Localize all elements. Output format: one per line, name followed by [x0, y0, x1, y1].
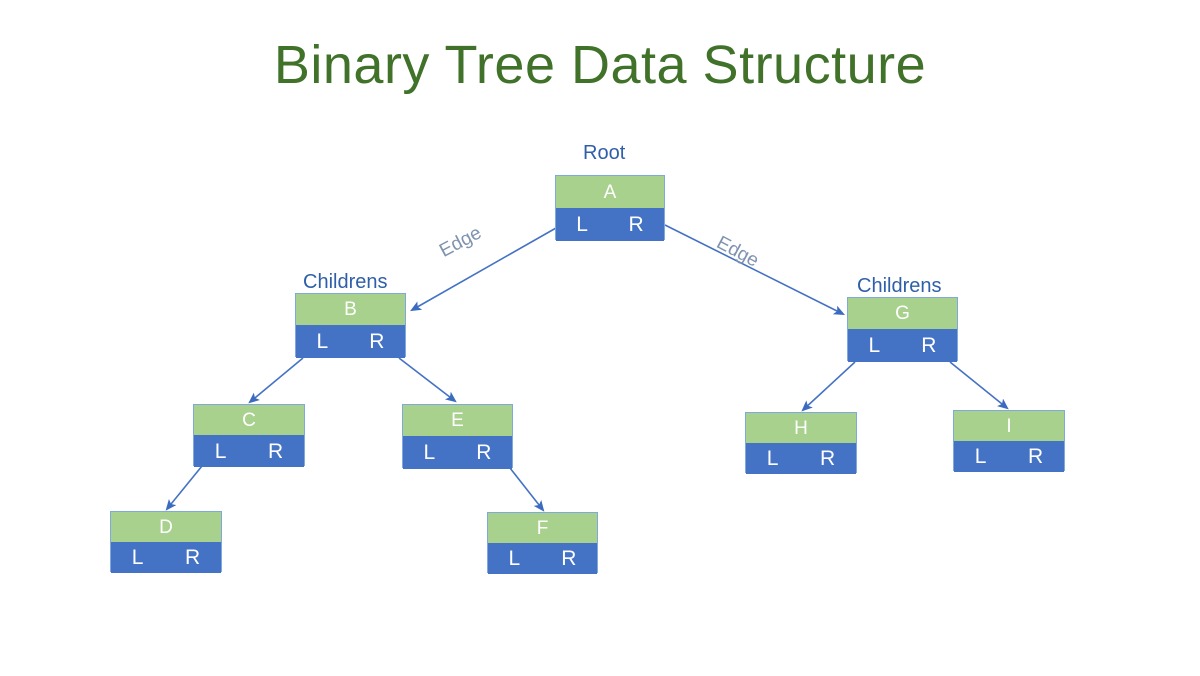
edge-a-g — [664, 224, 846, 316]
node-i-left-pointer: L — [974, 445, 987, 468]
edge-b-c — [248, 357, 304, 404]
node-f-left-pointer: L — [508, 547, 521, 570]
node-h-value: H — [746, 413, 856, 443]
node-c-left-pointer: L — [214, 439, 227, 463]
node-c-right-pointer: R — [268, 439, 284, 463]
node-i-value: I — [954, 411, 1064, 441]
node-a-left-pointer: L — [576, 213, 588, 236]
node-a-right-pointer: R — [628, 213, 644, 236]
node-c-value: C — [194, 405, 304, 435]
node-d-value: D — [111, 512, 221, 542]
node-f-value: F — [488, 513, 597, 543]
node-b-right-pointer: R — [369, 330, 385, 353]
node-h-left-pointer: L — [766, 447, 779, 470]
node-e-left-pointer: L — [423, 441, 436, 464]
node-d-right-pointer: R — [185, 546, 201, 569]
node-f-right-pointer: R — [561, 547, 577, 570]
node-e-value: E — [403, 405, 512, 436]
node-a-value: A — [556, 176, 664, 208]
page-title: Binary Tree Data Structure — [273, 35, 927, 95]
node-g-value: G — [848, 298, 957, 329]
node-h-right-pointer: R — [820, 447, 836, 470]
edge-c-d — [165, 465, 203, 511]
edge-label-right: Edge — [713, 232, 763, 272]
node-g-right-pointer: R — [921, 334, 937, 357]
edge-g-i — [949, 361, 1009, 410]
edge-g-h — [801, 361, 856, 412]
node-d-left-pointer: L — [131, 546, 144, 569]
edge-e-f — [509, 467, 545, 512]
callout-root: Root — [583, 142, 626, 164]
edge-lines — [165, 224, 1009, 512]
node-b-left-pointer: L — [316, 330, 329, 353]
callout-children-right: Childrens — [857, 275, 942, 297]
node-i-right-pointer: R — [1028, 445, 1044, 468]
node-b-value: B — [296, 294, 405, 325]
edge-b-e — [398, 357, 457, 403]
node-g-left-pointer: L — [868, 334, 881, 357]
callout-children-left: Childrens — [303, 271, 388, 293]
node-e-right-pointer: R — [476, 441, 492, 464]
edge-label-left: Edge — [436, 222, 486, 262]
